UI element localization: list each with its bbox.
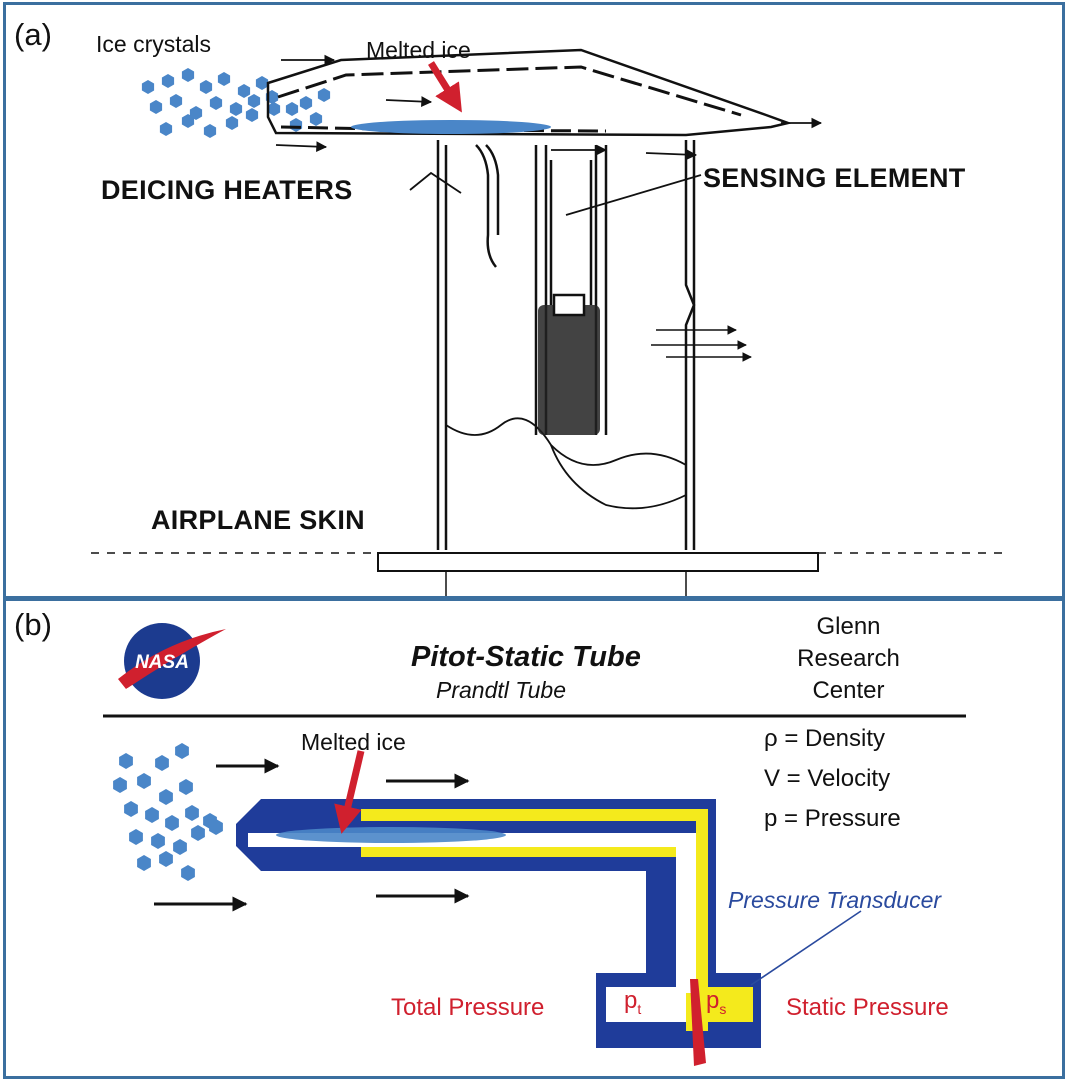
ice-crystal <box>203 124 217 138</box>
ice-crystal <box>289 118 303 132</box>
ice-crystal <box>285 102 299 116</box>
ice-crystal <box>113 777 127 793</box>
ice-crystal <box>149 100 163 114</box>
center-line-1: Glenn <box>816 613 881 640</box>
center-line-2: Research <box>797 645 900 672</box>
research-center-block: Glenn Research Center <box>781 611 916 707</box>
ice-crystal <box>217 72 231 86</box>
airplane-skin-label: AIRPLANE SKIN <box>151 505 365 535</box>
ice-crystals-b <box>113 743 271 881</box>
diagram-title: Pitot-Static Tube <box>411 641 641 673</box>
static-pressure-label: Static Pressure <box>786 994 949 1021</box>
melted-ice-pool-b <box>276 827 506 843</box>
melted-ice-label-b: Melted ice <box>301 729 406 755</box>
ice-crystal <box>137 773 151 789</box>
ice-crystal <box>137 855 151 871</box>
total-pressure-label: Total Pressure <box>391 994 545 1021</box>
pt-symbol: pt <box>624 987 642 1017</box>
ice-crystal <box>141 80 155 94</box>
ice-crystals-a <box>141 68 331 138</box>
ps-symbol: ps <box>706 987 727 1017</box>
nasa-logo: NASA <box>118 623 226 699</box>
ice-crystal <box>161 74 175 88</box>
ice-crystal <box>191 825 205 841</box>
sensing-element-label: SENSING ELEMENT <box>703 163 966 193</box>
pressure-transducer-label: Pressure Transducer <box>728 887 942 913</box>
legend-density: ρ = Density <box>764 725 886 752</box>
ice-crystal <box>209 819 223 835</box>
ice-crystal <box>165 815 179 831</box>
ice-crystal <box>209 96 223 110</box>
flow-arrows <box>154 758 470 912</box>
ice-crystal <box>181 865 195 881</box>
ice-crystal <box>245 108 259 122</box>
legend-pressure: p = Pressure <box>764 805 901 832</box>
ice-crystal <box>169 94 183 108</box>
ice-crystal <box>199 80 213 94</box>
ice-crystal <box>247 94 261 108</box>
center-line-3: Center <box>812 677 885 704</box>
ice-crystal <box>267 102 281 116</box>
ice-crystal <box>124 801 138 817</box>
ice-crystal <box>175 743 189 759</box>
ice-crystal <box>179 779 193 795</box>
ice-crystal <box>255 76 269 90</box>
deicing-heaters-label: DEICING HEATERS <box>101 175 353 205</box>
pitot-tube-body <box>236 799 761 1066</box>
ice-crystal <box>309 112 323 126</box>
ice-crystal <box>159 789 173 805</box>
panel-b-tag: (b) <box>14 607 52 642</box>
panel-a: (a) Ice crystals Melted ice DEICING HEAT… <box>3 2 1065 599</box>
melted-ice-arrow <box>428 61 462 113</box>
melted-ice-label-a: Melted ice <box>366 37 471 63</box>
melted-ice-arrow-b <box>334 750 365 834</box>
panel-a-tag: (a) <box>14 17 52 52</box>
ice-crystal <box>181 114 195 128</box>
ice-crystal <box>129 829 143 845</box>
ice-crystal <box>299 96 313 110</box>
legend-block: ρ = Density V = Velocity p = Pressure <box>764 719 901 839</box>
ice-crystal <box>173 839 187 855</box>
ice-crystal <box>119 753 133 769</box>
ice-crystal <box>229 102 243 116</box>
ice-crystal <box>145 807 159 823</box>
ice-crystal <box>317 88 331 102</box>
pitot-tube-drawing: NASA <box>103 623 966 1066</box>
deicing-sensor-drawing <box>91 48 1006 596</box>
transducer-leader <box>750 910 862 986</box>
panel-b: NASA (b) <box>3 598 1065 1079</box>
ice-crystal <box>159 122 173 136</box>
ice-crystal <box>181 68 195 82</box>
ice-crystal <box>189 106 203 120</box>
ice-crystal <box>237 84 251 98</box>
ice-crystal <box>185 805 199 821</box>
ice-crystal <box>155 755 169 771</box>
ice-crystal <box>225 116 239 130</box>
ice-crystal <box>159 851 173 867</box>
ice-crystal <box>151 833 165 849</box>
diagram-subtitle: Prandtl Tube <box>436 677 566 703</box>
nasa-logo-text: NASA <box>135 652 189 673</box>
legend-velocity: V = Velocity <box>764 765 891 792</box>
melted-ice-pool <box>351 120 551 134</box>
ice-crystals-label: Ice crystals <box>96 31 212 57</box>
